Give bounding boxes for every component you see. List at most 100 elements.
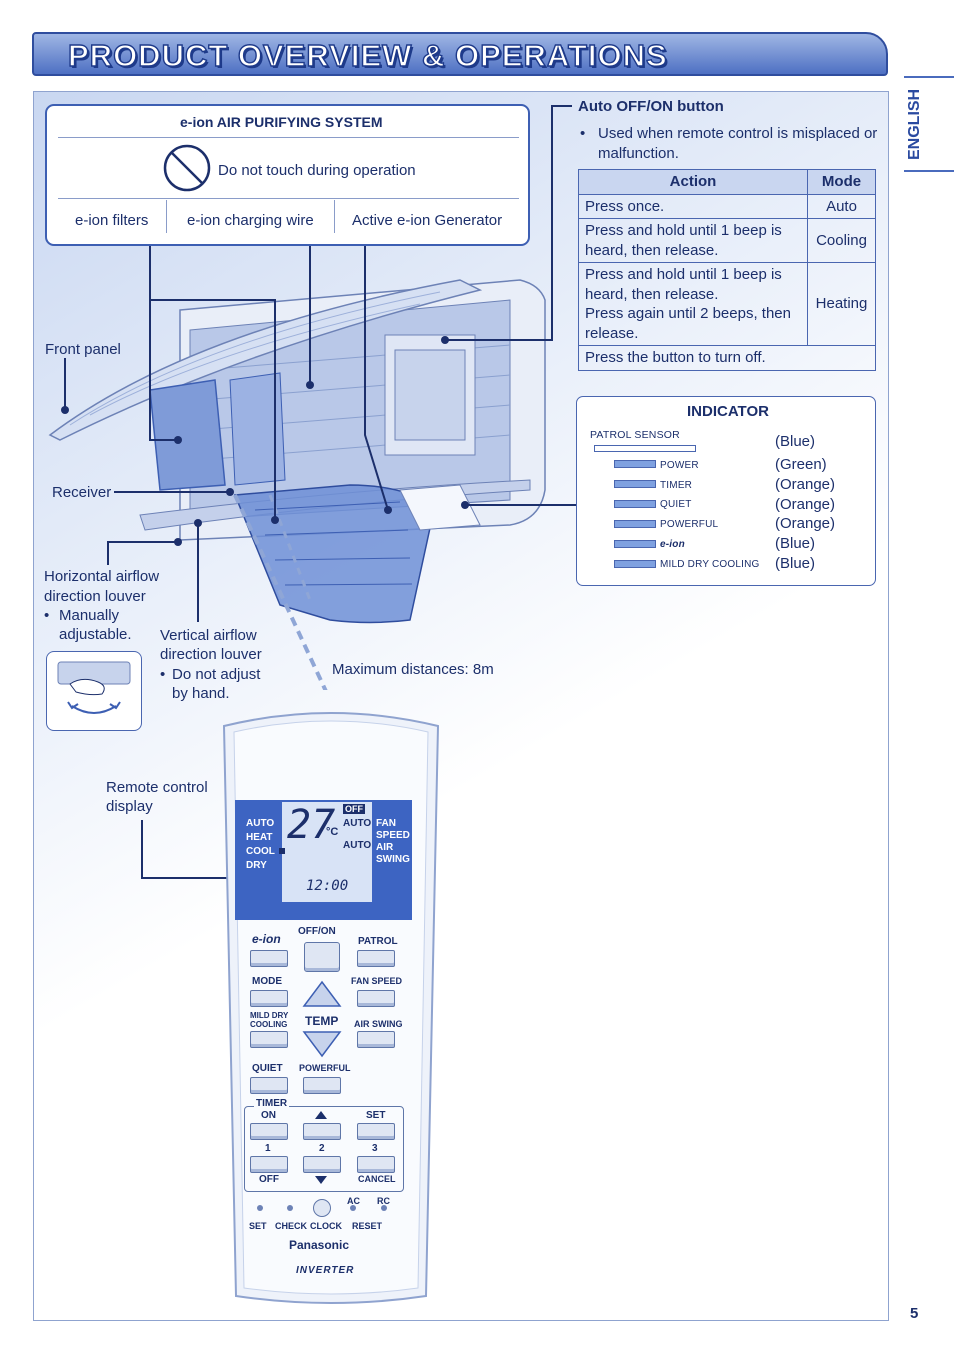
timer-down-button[interactable] xyxy=(303,1156,341,1173)
powerful-button[interactable] xyxy=(303,1077,341,1094)
table-row: Press the button to turn off. xyxy=(578,345,876,371)
action-text: Press again until 2 beeps, then xyxy=(585,305,791,322)
lcd-label: SWING xyxy=(376,854,410,865)
vertical-louver-note: Do not adjust xyxy=(172,666,261,683)
auto-button-table: Action Mode Press once. Auto Press and h… xyxy=(578,169,876,371)
remote-display-label: Remote control xyxy=(106,779,208,796)
lcd-mode: AUTO xyxy=(246,818,275,829)
num-label: 2 xyxy=(319,1143,325,1154)
indicator-label: e-ion xyxy=(660,539,685,550)
timer-up-button[interactable] xyxy=(303,1123,341,1140)
front-panel-label: Front panel xyxy=(45,341,121,358)
indicator-color: (Blue) xyxy=(775,555,816,572)
rc-label: RC xyxy=(377,1196,390,1206)
airswing-button[interactable] xyxy=(357,1031,395,1048)
auto-button-note: Used when remote control is misplaced or xyxy=(598,125,878,142)
indicator-label: POWERFUL xyxy=(660,519,719,530)
timer-cancel-button[interactable] xyxy=(357,1156,395,1173)
indicator-color: (Blue) xyxy=(775,535,816,552)
mode-cell: Heating xyxy=(807,262,876,346)
indicator-box xyxy=(576,396,876,586)
mode-cell: Cooling xyxy=(807,218,876,263)
timer-set-button[interactable] xyxy=(357,1123,395,1140)
indicator-title: INDICATOR xyxy=(687,403,769,420)
divider xyxy=(334,200,335,233)
mode-button[interactable] xyxy=(250,990,288,1007)
milddry-button-label: MILD DRY xyxy=(250,1011,289,1020)
divider xyxy=(58,137,519,138)
quiet-button-label: QUIET xyxy=(252,1063,283,1074)
remote-lcd-pane xyxy=(282,802,372,902)
timer-cancel-label: CANCEL xyxy=(358,1174,396,1184)
timer-off-button[interactable] xyxy=(250,1156,288,1173)
timer-label: TIMER xyxy=(254,1098,290,1109)
mild-dry-lamp xyxy=(614,560,656,568)
temp-down-button[interactable] xyxy=(302,1031,342,1058)
lcd-label: SPEED xyxy=(376,830,410,841)
timer-on-button[interactable] xyxy=(250,1123,288,1140)
inverter-logo: INVERTER xyxy=(296,1265,355,1276)
fanspeed-button[interactable] xyxy=(357,990,395,1007)
lcd-label: AIR xyxy=(376,842,394,853)
air-conditioner-illustration xyxy=(48,279,546,690)
title-banner xyxy=(32,32,888,76)
max-distance-label: Maximum distances: 8m xyxy=(332,661,494,678)
patrol-button[interactable] xyxy=(357,950,395,967)
ac-pinhole[interactable] xyxy=(350,1205,356,1211)
temp-up-button[interactable] xyxy=(302,980,342,1007)
triangle-up-icon xyxy=(315,1111,327,1119)
remote-display-label: display xyxy=(106,798,153,815)
action-text: release. xyxy=(585,324,639,342)
rc-pinhole[interactable] xyxy=(381,1205,387,1211)
quiet-button[interactable] xyxy=(250,1077,288,1094)
indicator-label: POWER xyxy=(660,460,699,471)
mode-button-label: MODE xyxy=(252,976,282,987)
patrol-sensor-bar xyxy=(594,445,696,452)
fanspeed-button-label: FAN SPEED xyxy=(351,976,403,986)
check-pinhole[interactable] xyxy=(287,1205,293,1211)
action-text: Press and hold until 1 beep is xyxy=(585,222,782,239)
eion-button[interactable] xyxy=(250,950,288,967)
clock-button[interactable] xyxy=(313,1199,331,1217)
offon-button[interactable] xyxy=(304,942,340,972)
divider xyxy=(58,198,519,199)
indicator-color: (Orange) xyxy=(775,476,836,493)
offon-button-label: OFF/ON xyxy=(298,926,336,937)
language-tab-top-rule xyxy=(904,76,954,78)
vertical-louver-label: direction louver xyxy=(160,646,262,663)
power-lamp xyxy=(614,460,656,468)
bullet: • xyxy=(44,607,50,624)
divider xyxy=(166,200,167,233)
milddry-button[interactable] xyxy=(250,1031,288,1048)
lcd-mode: DRY xyxy=(246,860,267,871)
set-pinhole[interactable] xyxy=(257,1205,263,1211)
set-label: SET xyxy=(249,1221,267,1231)
brand-logo: Panasonic xyxy=(289,1238,350,1252)
eion-box-title: e-ion AIR PURIFYING SYSTEM xyxy=(180,114,383,130)
indicator-label: QUIET xyxy=(660,499,692,510)
timer-lamp xyxy=(614,480,656,488)
table-row: Press once. Auto xyxy=(578,193,876,219)
no-touch-icon xyxy=(163,144,211,192)
horizontal-louver-note: Manually xyxy=(59,607,120,624)
lcd-swing-auto: AUTO xyxy=(343,840,372,851)
action-text: Press the button to turn off. xyxy=(585,349,766,366)
lcd-cursor xyxy=(279,848,285,854)
temp-arrows xyxy=(302,980,342,1058)
lcd-off: OFF xyxy=(343,804,365,814)
eion-warning: Do not touch during operation xyxy=(218,162,416,179)
eion-lamp xyxy=(614,540,656,548)
indicator-label: TIMER xyxy=(660,480,693,491)
indicator-color: (Blue) xyxy=(775,433,816,450)
bullet: • xyxy=(580,125,586,142)
num-label: 1 xyxy=(265,1143,271,1154)
indicator-color: (Green) xyxy=(775,456,827,473)
bullet: • xyxy=(160,666,166,683)
page-number: 5 xyxy=(910,1305,919,1322)
callout-lines xyxy=(61,105,578,882)
receiver-label: Receiver xyxy=(52,484,112,501)
mode-cell: Auto xyxy=(807,193,876,219)
eion-button-label: e-ion xyxy=(252,932,281,946)
lcd-mode: COOL xyxy=(246,846,275,857)
